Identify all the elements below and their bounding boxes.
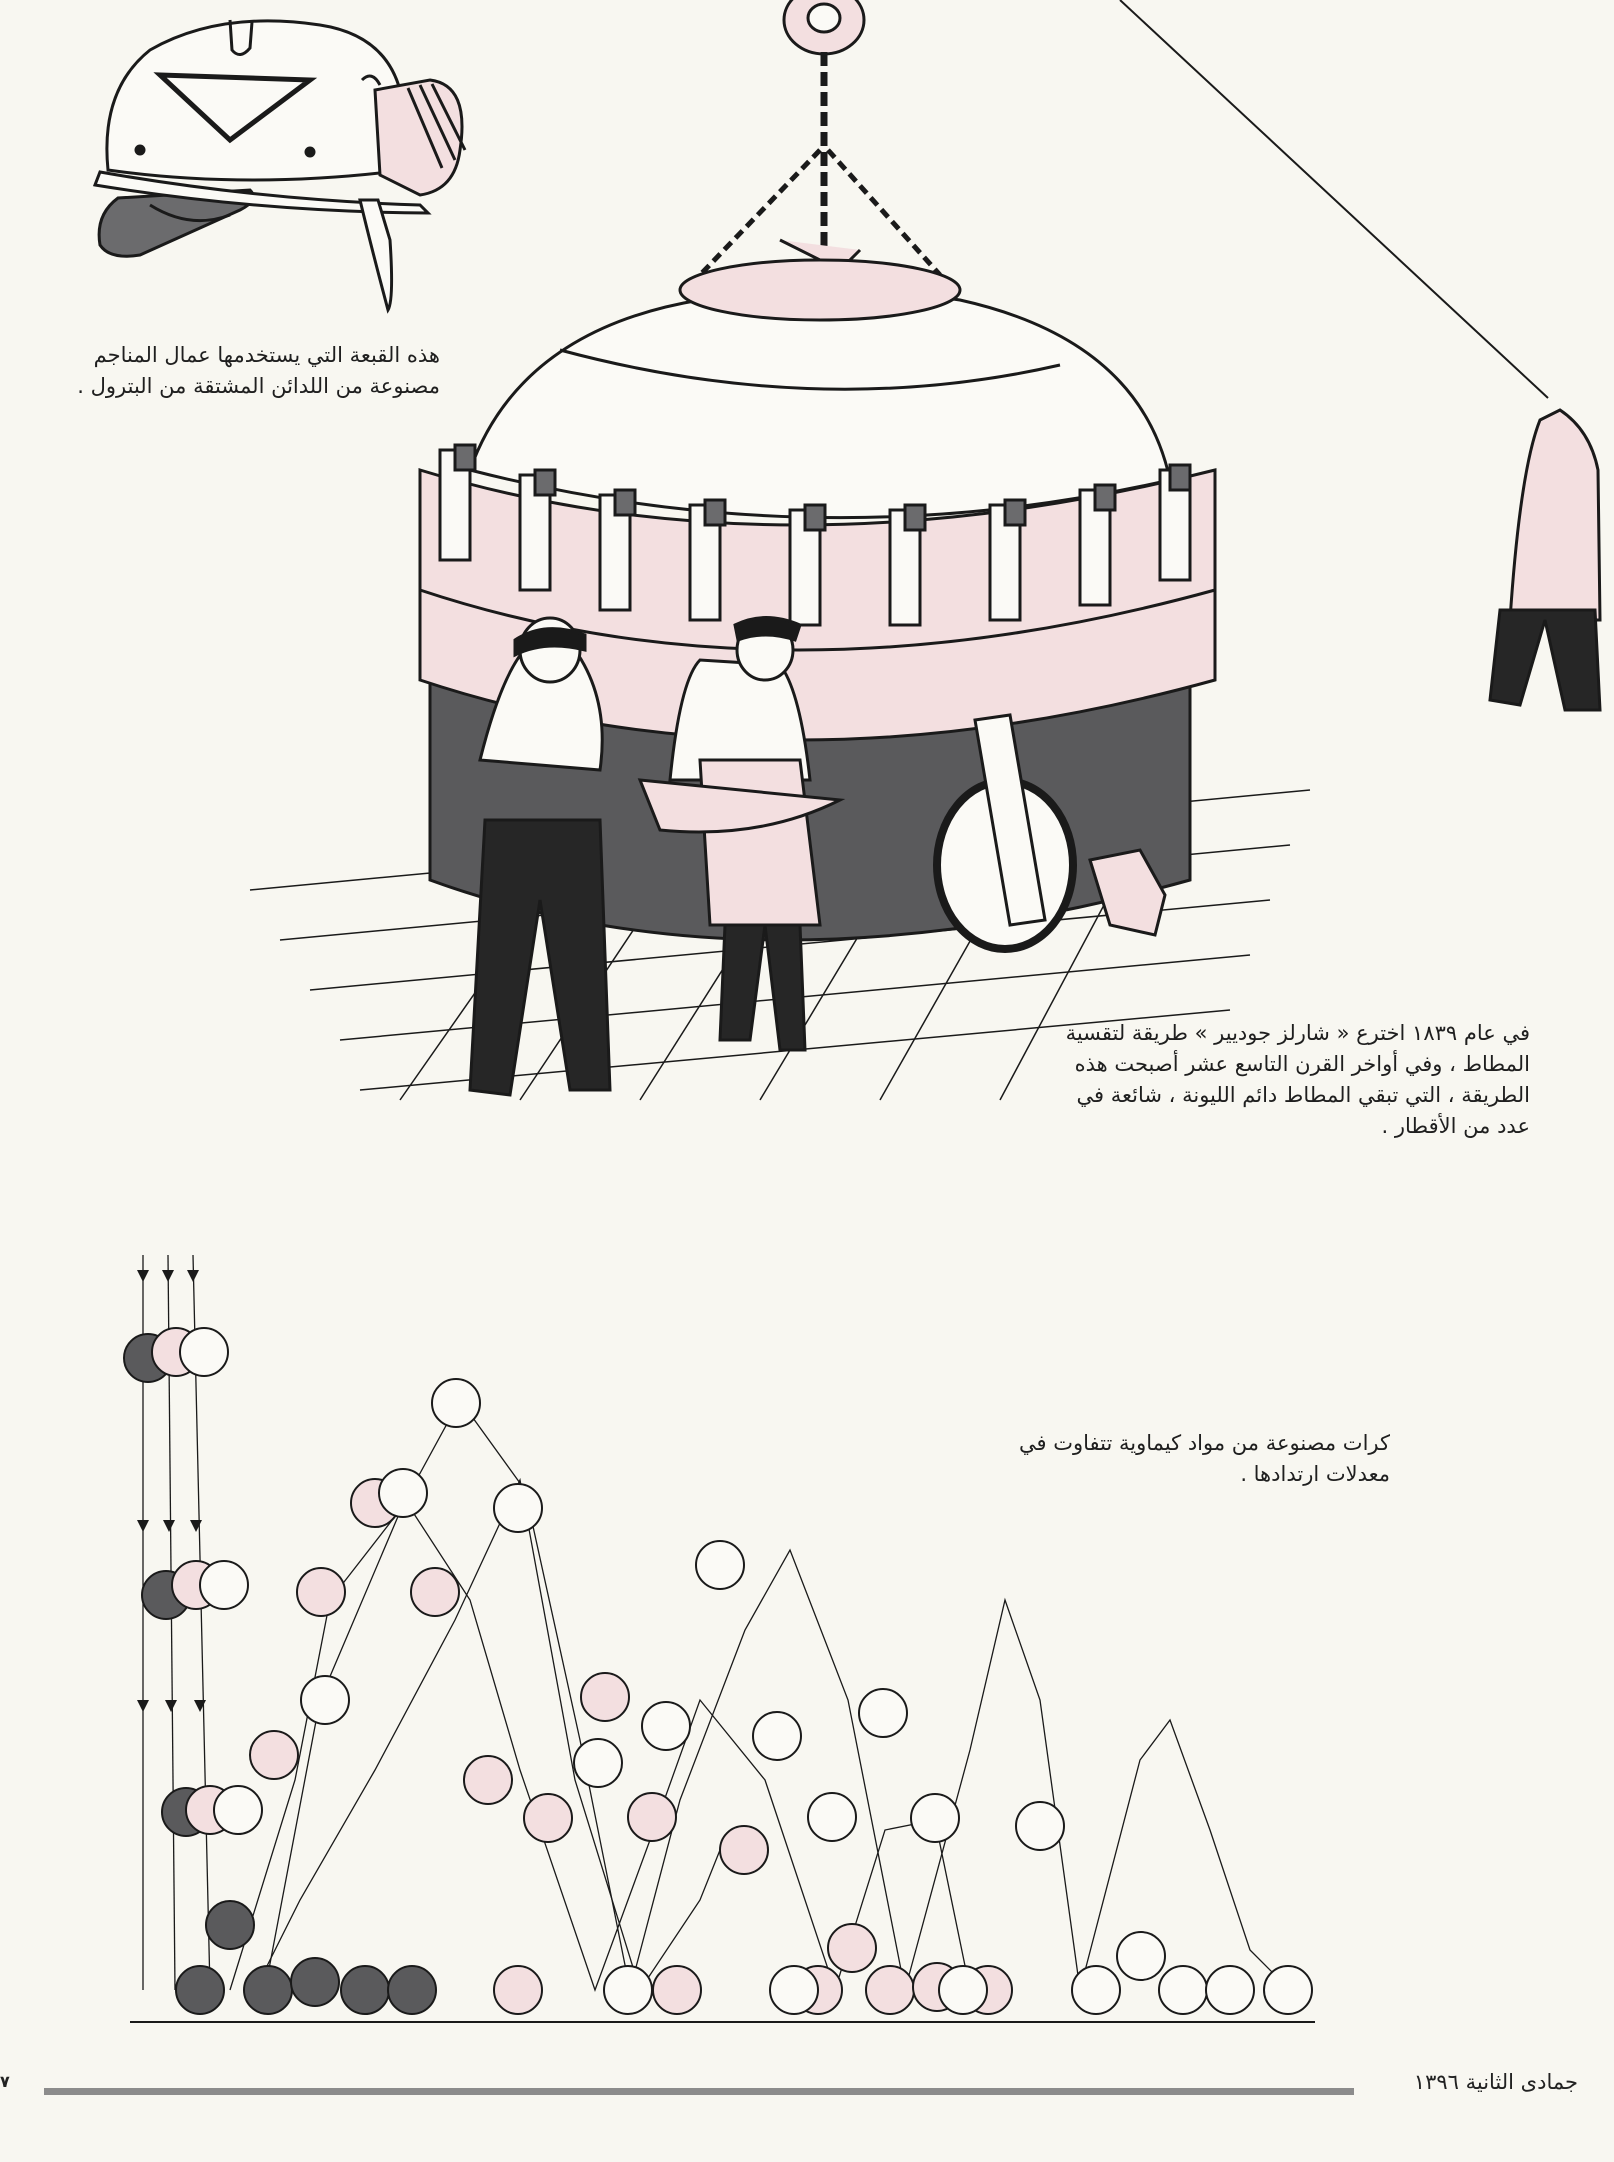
vulcanization-caption: في عام ١٨٣٩ اخترع « شارلز جوديير » طريقة…	[1065, 1021, 1530, 1138]
pink-balls	[151, 1327, 1013, 2015]
footer-rule	[44, 2088, 1354, 2095]
miners-helmet-illustration	[92, 19, 467, 314]
balls-caption: كرات مصنوعة من مواد كيماوية تتفاوت في مع…	[1019, 1431, 1390, 1486]
rope-line	[1119, 0, 1549, 399]
trajectory-lines	[142, 1254, 1291, 1993]
helmet-caption: هذه القبعة التي يستخدمها عمال المناجم مص…	[77, 343, 440, 398]
vulcanizing-press-illustration	[249, 258, 1602, 1101]
arrow-heads	[137, 1270, 206, 1712]
white-balls	[179, 1327, 1313, 2015]
footer-page-number: ٧	[0, 2072, 10, 2091]
crane-hook-illustration	[698, 0, 942, 277]
bouncing-balls-diagram	[123, 1254, 1315, 2023]
footer-issue-date: جمادى الثانية ١٣٩٦	[1413, 2070, 1578, 2094]
